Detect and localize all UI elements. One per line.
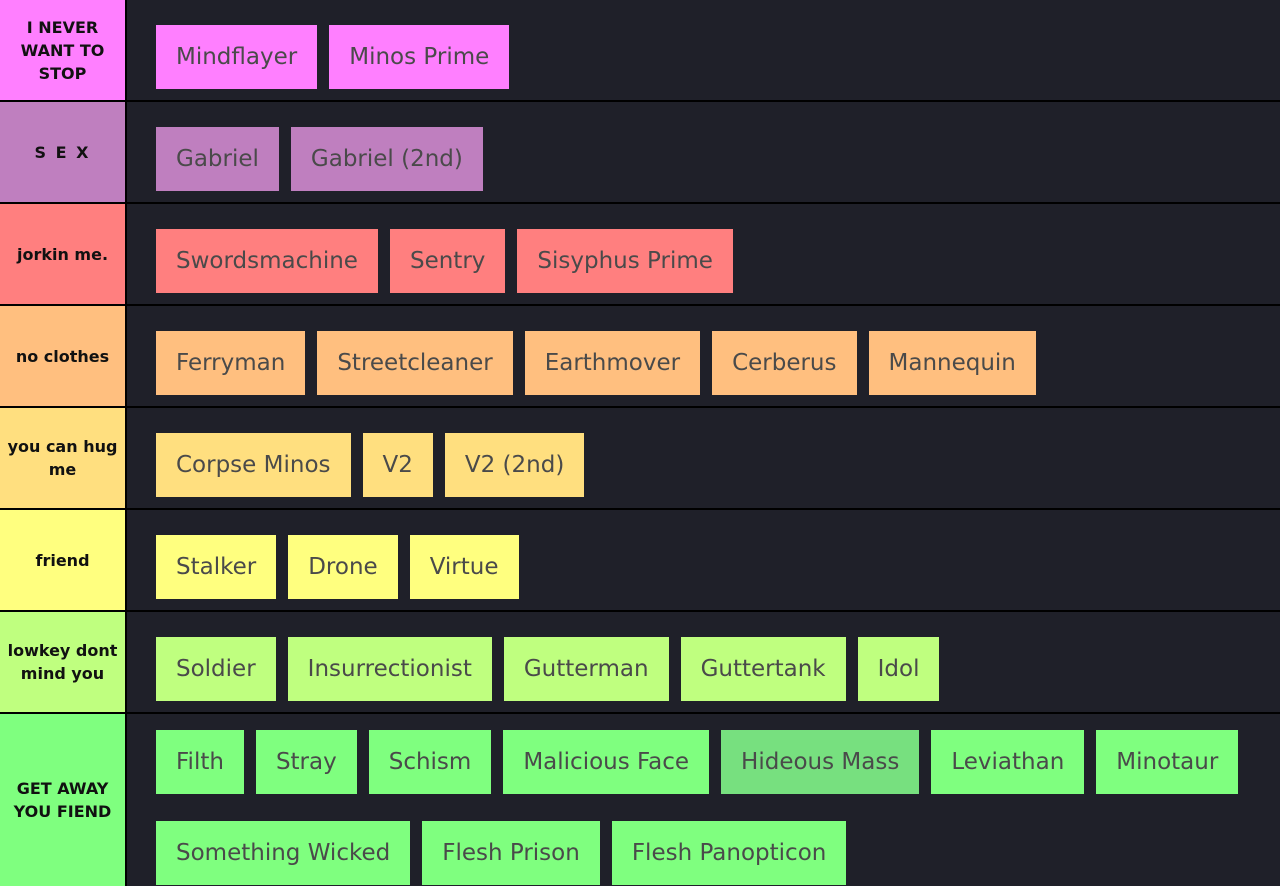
divider: [125, 510, 127, 610]
tier-item[interactable]: V2: [362, 433, 433, 497]
tier-item[interactable]: Mannequin: [868, 331, 1036, 395]
tier-item[interactable]: Stray: [255, 730, 357, 794]
tier-items[interactable]: Swordsmachine Sentry Sisyphus Prime: [127, 204, 1280, 304]
tier-row: I NEVER WANT TO STOP Mindflayer Minos Pr…: [0, 0, 1280, 100]
tier-items[interactable]: Corpse Minos V2 V2 (2nd): [127, 408, 1280, 508]
tier-label[interactable]: I NEVER WANT TO STOP: [0, 0, 125, 100]
tier-label[interactable]: no clothes: [0, 306, 125, 406]
tier-row: no clothes Ferryman Streetcleaner Earthm…: [0, 306, 1280, 406]
tier-item[interactable]: Flesh Panopticon: [611, 821, 847, 885]
tier-item[interactable]: Corpse Minos: [156, 433, 351, 497]
tier-item[interactable]: Earthmover: [524, 331, 701, 395]
divider: [125, 408, 127, 508]
tier-item[interactable]: Gabriel (2nd): [290, 127, 483, 191]
tier-item[interactable]: Ferryman: [156, 331, 306, 395]
tier-label[interactable]: friend: [0, 510, 125, 610]
divider: [125, 612, 127, 712]
tier-items[interactable]: Ferryman Streetcleaner Earthmover Cerber…: [127, 306, 1280, 406]
tier-item[interactable]: Sisyphus Prime: [517, 229, 733, 293]
tier-label[interactable]: GET AWAY YOU FIEND: [0, 714, 125, 886]
tier-item[interactable]: Streetcleaner: [317, 331, 513, 395]
tier-label[interactable]: S E X: [0, 102, 125, 202]
tier-item[interactable]: Gabriel: [156, 127, 279, 191]
tier-item[interactable]: Flesh Prison: [422, 821, 600, 885]
tier-item[interactable]: Malicious Face: [503, 730, 710, 794]
tier-row: lowkey dont mind you Soldier Insurrectio…: [0, 612, 1280, 712]
tier-items[interactable]: Filth Stray Schism Malicious Face Hideou…: [127, 714, 1280, 886]
tier-item[interactable]: Idol: [857, 637, 940, 701]
tier-item[interactable]: Guttertank: [680, 637, 846, 701]
divider: [125, 204, 127, 304]
divider: [125, 102, 127, 202]
tier-item[interactable]: Stalker: [156, 535, 277, 599]
tier-label[interactable]: jorkin me.: [0, 204, 125, 304]
tier-item[interactable]: Virtue: [409, 535, 519, 599]
tier-item[interactable]: Minos Prime: [329, 25, 510, 89]
tier-row: you can hug me Corpse Minos V2 V2 (2nd): [0, 408, 1280, 508]
tier-item[interactable]: Cerberus: [712, 331, 857, 395]
tier-item[interactable]: Gutterman: [503, 637, 669, 701]
tier-item[interactable]: V2 (2nd): [444, 433, 585, 497]
divider: [125, 0, 127, 100]
tier-row: friend Stalker Drone Virtue: [0, 510, 1280, 610]
tier-item[interactable]: Minotaur: [1096, 730, 1239, 794]
tier-label[interactable]: lowkey dont mind you: [0, 612, 125, 712]
tier-items[interactable]: Gabriel Gabriel (2nd): [127, 102, 1280, 202]
tier-item[interactable]: Soldier: [156, 637, 276, 701]
tier-items[interactable]: Mindflayer Minos Prime: [127, 0, 1280, 100]
tier-item[interactable]: Insurrectionist: [287, 637, 492, 701]
tier-item[interactable]: Hideous Mass: [721, 730, 920, 794]
tier-item[interactable]: Swordsmachine: [156, 229, 378, 293]
tier-item[interactable]: Filth: [156, 730, 244, 794]
tier-row: jorkin me. Swordsmachine Sentry Sisyphus…: [0, 204, 1280, 304]
tier-item[interactable]: Schism: [368, 730, 492, 794]
tier-item[interactable]: Something Wicked: [156, 821, 411, 885]
tier-items[interactable]: Soldier Insurrectionist Gutterman Gutter…: [127, 612, 1280, 712]
tier-item[interactable]: Sentry: [389, 229, 506, 293]
tier-item[interactable]: Leviathan: [931, 730, 1085, 794]
tier-row: GET AWAY YOU FIEND Filth Stray Schism Ma…: [0, 714, 1280, 886]
divider: [125, 714, 127, 886]
tier-items[interactable]: Stalker Drone Virtue: [127, 510, 1280, 610]
tier-row: S E X Gabriel Gabriel (2nd): [0, 102, 1280, 202]
divider: [125, 306, 127, 406]
tier-label[interactable]: you can hug me: [0, 408, 125, 508]
tier-item[interactable]: Mindflayer: [156, 25, 318, 89]
tier-item[interactable]: Drone: [288, 535, 398, 599]
